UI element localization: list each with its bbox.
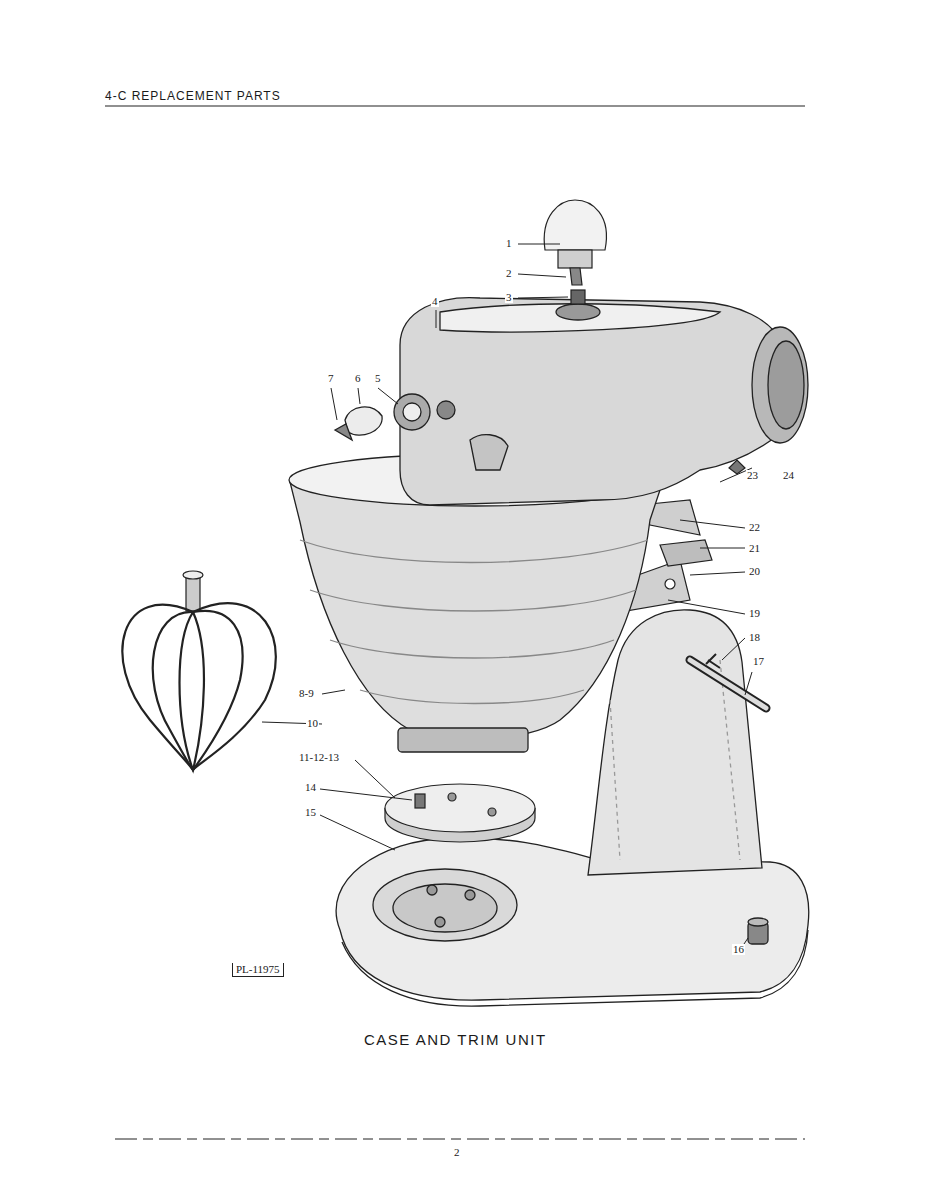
callout-number: 4 [431, 296, 439, 307]
callout-number: 10 [306, 718, 319, 729]
callout-number: 8-9 [298, 688, 315, 699]
knob [544, 200, 606, 304]
callout-number: 16 [732, 944, 745, 955]
callout-number: 15 [304, 807, 317, 818]
callout-number: 23 [746, 470, 759, 481]
motor-head [335, 298, 808, 505]
callout-number: 24 [782, 470, 795, 481]
callout-number: 22 [748, 522, 761, 533]
page-number: 2 [453, 1147, 461, 1158]
callout-number: 14 [304, 782, 317, 793]
page-header: 4-C REPLACEMENT PARTS [105, 90, 281, 102]
whisk [122, 571, 275, 770]
callout-number: 21 [748, 543, 761, 554]
figure-caption: CASE AND TRIM UNIT [364, 1032, 547, 1047]
callout-number: 6 [354, 373, 362, 384]
callout-number: 1 [505, 238, 513, 249]
leader-lines [262, 244, 752, 944]
callout-number: 20 [748, 566, 761, 577]
callout-number: 7 [327, 373, 335, 384]
callout-number: 5 [374, 373, 382, 384]
callout-number: 17 [752, 656, 765, 667]
callout-number: 19 [748, 608, 761, 619]
callout-number: 18 [748, 632, 761, 643]
clamp-plate [385, 784, 535, 842]
callout-number: 11-12-13 [298, 752, 340, 763]
callout-number: 2 [505, 268, 513, 279]
callout-number: 3 [505, 292, 513, 303]
plate-number: PL-11975 [232, 963, 284, 977]
